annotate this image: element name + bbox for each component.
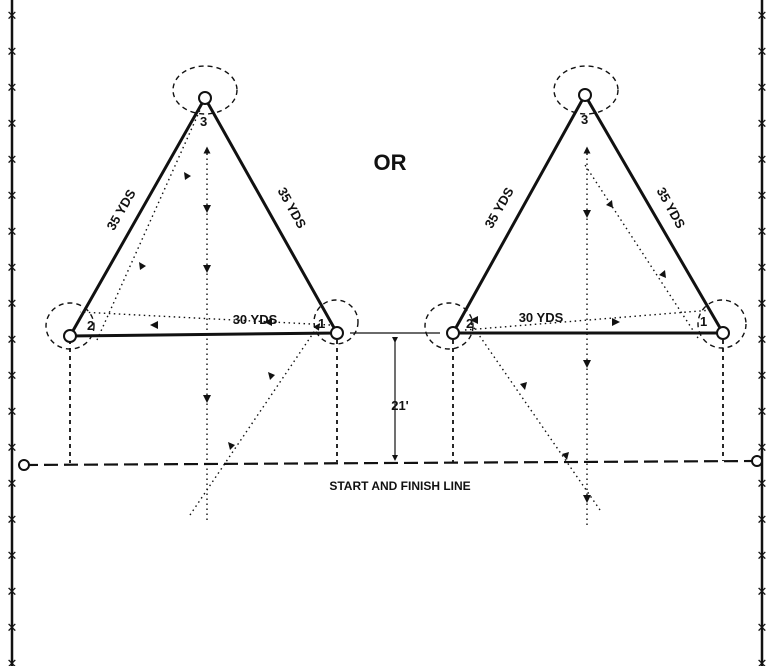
right-pattern <box>424 65 747 525</box>
fence-post-marker: ✕ <box>757 657 768 666</box>
fence-post-marker: ✕ <box>757 81 768 96</box>
fence-post-marker: ✕ <box>7 81 18 96</box>
distance-marker <box>350 332 440 461</box>
fence-post-marker: ✕ <box>7 117 18 132</box>
fence-post-marker: ✕ <box>757 117 768 132</box>
start-post-right <box>751 455 763 467</box>
fence-post-marker: ✕ <box>7 477 18 492</box>
fence-post-marker: ✕ <box>7 657 18 666</box>
fence-post-marker: ✕ <box>757 261 768 276</box>
fence-post-marker: ✕ <box>7 9 18 24</box>
start-finish-label: START AND FINISH LINE <box>329 479 470 493</box>
fence-post-markers: ✕ ✕ ✕ ✕ ✕ ✕ ✕ ✕ ✕ ✕ ✕ ✕ ✕ ✕ ✕ ✕ ✕ ✕ ✕ ✕ ✕ ✕ ✕ ✕ ✕ ✕ ✕ ✕ ✕ ✕ ✕ ✕ ✕ ✕ ✕ ✕ ✕ ✕ <box>7 9 768 666</box>
left-barrel-1-label: 1 <box>318 316 325 331</box>
left-barrel-2-label: 2 <box>87 318 94 333</box>
left-side-b-label: 35 YDS <box>275 185 310 232</box>
fence-post-marker: ✕ <box>7 621 18 636</box>
left-barrel-3-label: 3 <box>200 114 207 129</box>
start-finish-line <box>18 455 763 471</box>
fence-post-marker: ✕ <box>757 477 768 492</box>
fence-post-marker: ✕ <box>757 9 768 24</box>
fence-post-marker: ✕ <box>7 297 18 312</box>
fence-post-marker: ✕ <box>7 441 18 456</box>
fence-post-marker: ✕ <box>757 225 768 240</box>
fence-post-marker: ✕ <box>757 369 768 384</box>
fence-post-marker: ✕ <box>7 153 18 168</box>
fence-post-marker: ✕ <box>757 153 768 168</box>
fence-post-marker: ✕ <box>757 585 768 600</box>
fence-post-marker: ✕ <box>7 549 18 564</box>
fence-post-marker: ✕ <box>7 369 18 384</box>
fence-post-marker: ✕ <box>7 513 18 528</box>
left-barrel-1 <box>330 326 344 340</box>
fence-post-marker: ✕ <box>757 333 768 348</box>
fence-post-marker: ✕ <box>7 585 18 600</box>
fence-post-marker: ✕ <box>757 297 768 312</box>
fence-post-marker: ✕ <box>757 441 768 456</box>
left-barrel-2 <box>63 329 77 343</box>
fence-post-marker: ✕ <box>757 45 768 60</box>
right-barrel-1 <box>716 326 730 340</box>
fence-post-marker: ✕ <box>757 549 768 564</box>
fence-post-marker: ✕ <box>7 261 18 276</box>
fence-post-marker: ✕ <box>7 225 18 240</box>
right-barrel-2 <box>446 326 460 340</box>
right-side-a-label: 35 YDS <box>481 184 516 230</box>
left-base-label: 30 YDS <box>233 312 278 327</box>
right-barrel-3 <box>578 88 592 102</box>
right-barrel-2-label: 2 <box>466 316 473 331</box>
fence-post-marker: ✕ <box>757 189 768 204</box>
start-post-left <box>18 459 30 471</box>
right-barrel-1-label: 1 <box>700 314 707 329</box>
fence-post-marker: ✕ <box>757 621 768 636</box>
fence-post-marker: ✕ <box>757 405 768 420</box>
fence-post-marker: ✕ <box>7 45 18 60</box>
right-base-label: 30 YDS <box>519 310 564 325</box>
fence-post-marker: ✕ <box>7 189 18 204</box>
distance-label: 21' <box>391 398 409 413</box>
left-pattern <box>45 65 359 520</box>
left-barrel-3 <box>198 91 212 105</box>
right-barrel-3-label: 3 <box>581 112 588 127</box>
fence-post-marker: ✕ <box>757 513 768 528</box>
fence-post-marker: ✕ <box>7 333 18 348</box>
fence-post-marker: ✕ <box>7 405 18 420</box>
or-label: OR <box>374 150 407 175</box>
